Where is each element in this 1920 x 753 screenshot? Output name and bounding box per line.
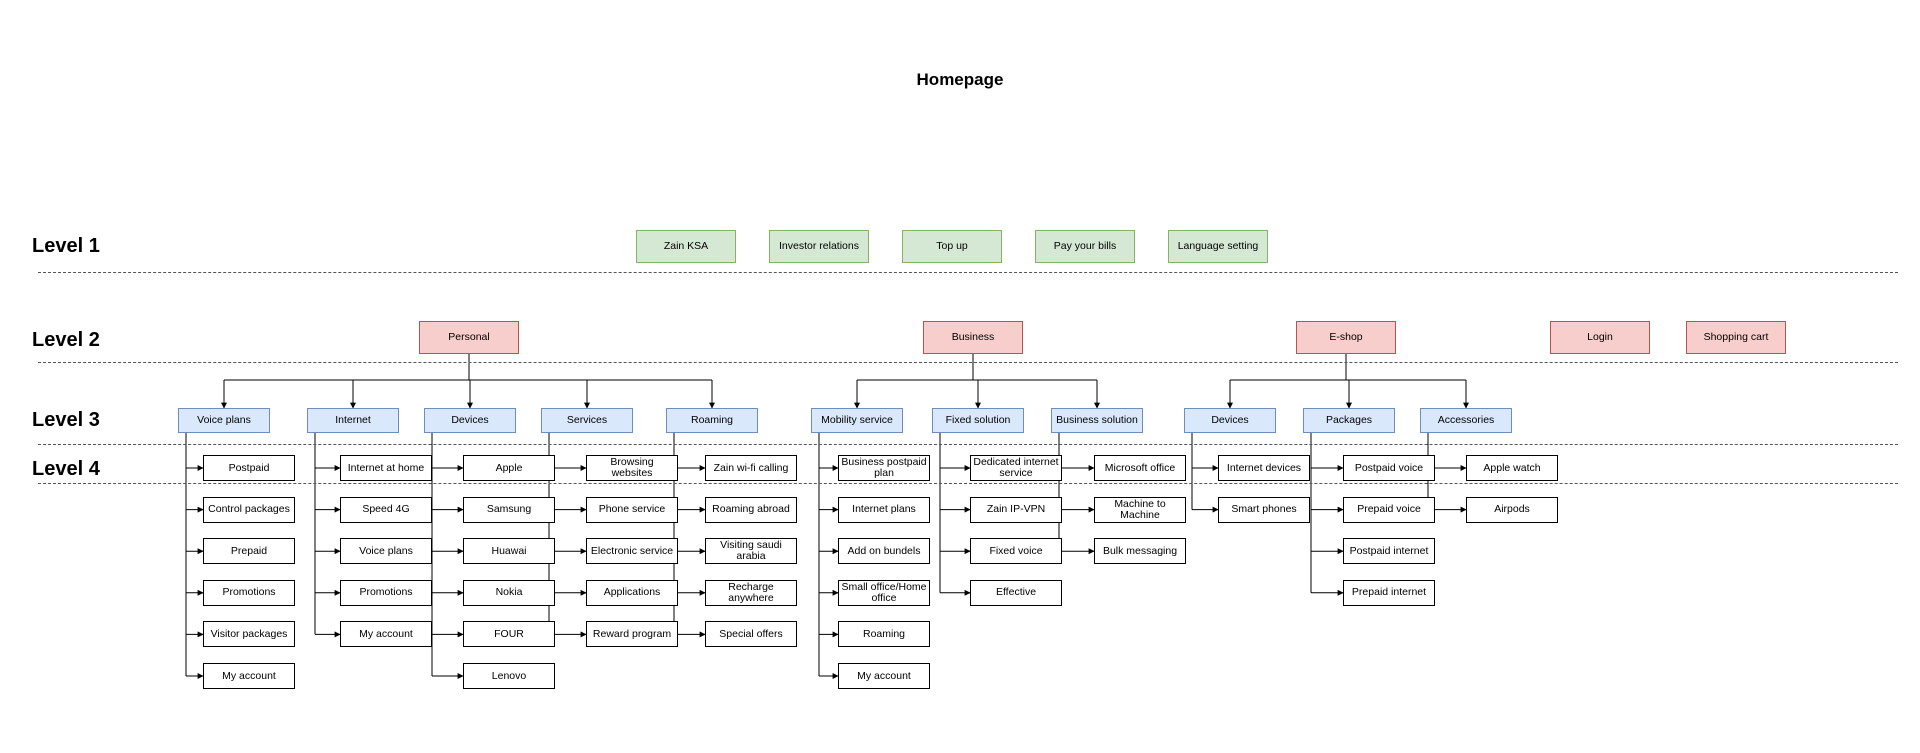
level3-node[interactable]: Devices [424, 408, 516, 433]
level3-node[interactable]: Services [541, 408, 633, 433]
level4-node[interactable]: Dedicated internet service [970, 455, 1062, 481]
level4-node[interactable]: Visitor packages [203, 621, 295, 648]
level3-node[interactable]: Packages [1303, 408, 1395, 433]
level4-node[interactable]: Phone service [586, 496, 678, 523]
level4-node[interactable]: Postpaid voice [1343, 455, 1435, 481]
level-divider [38, 444, 1898, 445]
level4-node[interactable]: Control packages [203, 496, 295, 523]
level4-node[interactable]: Postpaid internet [1343, 538, 1435, 565]
level4-node[interactable]: Roaming [838, 621, 930, 648]
level4-node[interactable]: Roaming abroad [705, 496, 797, 523]
level4-node[interactable]: Microsoft office [1094, 455, 1186, 481]
level4-node[interactable]: Business postpaid plan [838, 455, 930, 481]
level4-node[interactable]: Promotions [203, 579, 295, 606]
level3-node[interactable]: Internet [307, 408, 399, 433]
level4-node[interactable]: My account [203, 663, 295, 689]
level4-node[interactable]: Visiting saudi arabia [705, 538, 797, 565]
level3-node[interactable]: Roaming [666, 408, 758, 433]
level4-node[interactable]: Prepaid [203, 538, 295, 565]
level3-node[interactable]: Mobility service [811, 408, 903, 433]
level1-node[interactable]: Pay your bills [1035, 230, 1135, 263]
level4-node[interactable]: Fixed voice [970, 538, 1062, 565]
level4-node[interactable]: My account [340, 621, 432, 648]
level4-node[interactable]: Voice plans [340, 538, 432, 565]
level4-node[interactable]: My account [838, 663, 930, 689]
level2-node-personal[interactable]: Personal [419, 321, 519, 354]
level2-node-cart[interactable]: Shopping cart [1686, 321, 1786, 354]
level4-node[interactable]: Machine to Machine [1094, 496, 1186, 523]
level4-node[interactable]: Postpaid [203, 455, 295, 481]
level4-node[interactable]: Internet devices [1218, 455, 1310, 481]
level4-node[interactable]: Reward program [586, 621, 678, 648]
page-title: Homepage [916, 70, 1004, 89]
level-1-label: Level 1 [32, 235, 100, 257]
level4-node[interactable]: Applications [586, 579, 678, 606]
level-3-label: Level 3 [32, 409, 100, 431]
level3-node[interactable]: Business solution [1051, 408, 1143, 433]
level4-node[interactable]: Huawai [463, 538, 555, 565]
level2-node-login[interactable]: Login [1550, 321, 1650, 354]
level4-node[interactable]: Effective [970, 579, 1062, 606]
level4-node[interactable]: Small office/Home office [838, 579, 930, 606]
level4-node[interactable]: Apple [463, 455, 555, 481]
level4-node[interactable]: Nokia [463, 579, 555, 606]
level-divider [38, 362, 1898, 363]
level4-node[interactable]: Smart phones [1218, 496, 1310, 523]
level4-node[interactable]: Recharge anywhere [705, 579, 797, 606]
level3-node[interactable]: Fixed solution [932, 408, 1024, 433]
level4-node[interactable]: Promotions [340, 579, 432, 606]
level4-node[interactable]: Internet at home [340, 455, 432, 481]
level4-node[interactable]: FOUR [463, 621, 555, 648]
level-4-label: Level 4 [32, 458, 100, 480]
level-divider [38, 483, 1898, 484]
level4-node[interactable]: Lenovo [463, 663, 555, 689]
level4-node[interactable]: Add on bundels [838, 538, 930, 565]
level1-node[interactable]: Zain KSA [636, 230, 736, 263]
level4-node[interactable]: Bulk messaging [1094, 538, 1186, 565]
level1-node[interactable]: Top up [902, 230, 1002, 263]
level3-node[interactable]: Accessories [1420, 408, 1512, 433]
level4-node[interactable]: Prepaid internet [1343, 579, 1435, 606]
level3-node[interactable]: Devices [1184, 408, 1276, 433]
level2-node-eshop[interactable]: E-shop [1296, 321, 1396, 354]
level4-node[interactable]: Zain IP-VPN [970, 496, 1062, 523]
level1-node[interactable]: Investor relations [769, 230, 869, 263]
level4-node[interactable]: Prepaid voice [1343, 496, 1435, 523]
level4-node[interactable]: Internet plans [838, 496, 930, 523]
level2-node-business[interactable]: Business [923, 321, 1023, 354]
level-divider [38, 272, 1898, 273]
level4-node[interactable]: Speed 4G [340, 496, 432, 523]
level4-node[interactable]: Zain wi-fi calling [705, 455, 797, 481]
level4-node[interactable]: Special offers [705, 621, 797, 648]
level3-node[interactable]: Voice plans [178, 408, 270, 433]
level4-node[interactable]: Samsung [463, 496, 555, 523]
level4-node[interactable]: Apple watch [1466, 455, 1558, 481]
level1-node[interactable]: Language setting [1168, 230, 1268, 263]
level4-node[interactable]: Electronic service [586, 538, 678, 565]
level4-node[interactable]: Airpods [1466, 496, 1558, 523]
level-2-label: Level 2 [32, 329, 100, 351]
level4-node[interactable]: Browsing websites [586, 455, 678, 481]
